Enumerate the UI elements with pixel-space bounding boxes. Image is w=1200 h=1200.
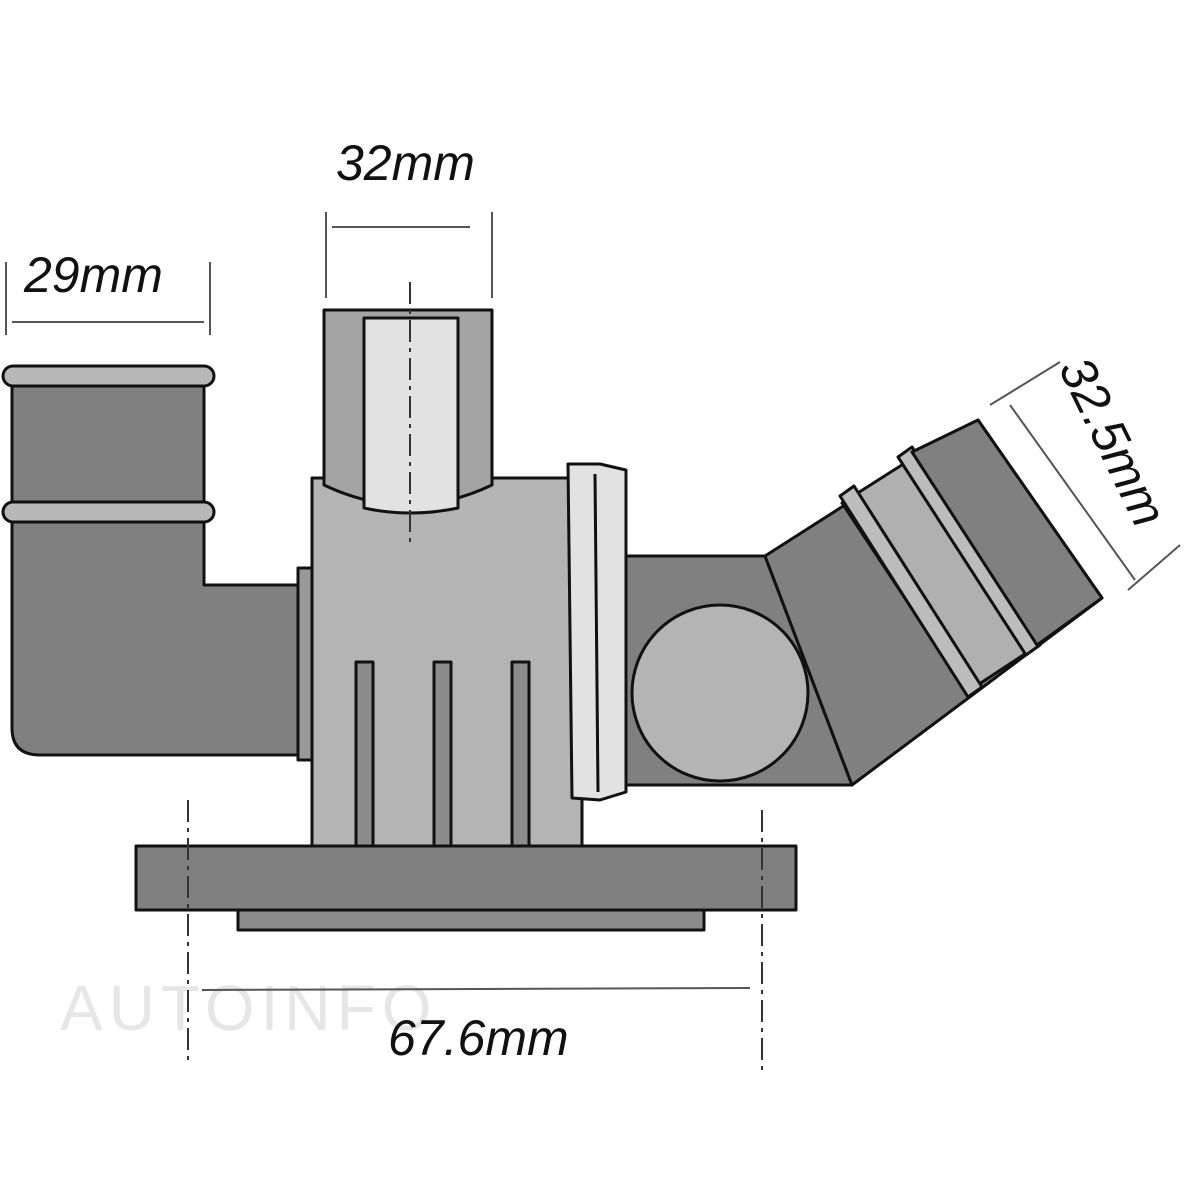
central-body bbox=[310, 476, 584, 850]
sensor-circle bbox=[630, 603, 810, 783]
angled-outlet bbox=[620, 418, 1104, 787]
top-outlet bbox=[322, 282, 494, 548]
dimension-flange-width: 67.6mm bbox=[201, 987, 751, 1066]
angled-outlet-ring-1 bbox=[838, 484, 984, 699]
angled-outlet-ring-2 bbox=[896, 445, 1042, 657]
dimension-label-29mm: 29mm bbox=[23, 247, 163, 303]
dimension-label-67-6mm: 67.6mm bbox=[388, 1010, 569, 1066]
left-elbow-outlet bbox=[1, 364, 314, 762]
rib-2 bbox=[432, 660, 453, 850]
seal-plate bbox=[566, 462, 628, 802]
rib-1 bbox=[354, 660, 375, 850]
dimension-left-outlet: 29mm bbox=[5, 247, 211, 335]
dimension-label-32mm: 32mm bbox=[336, 135, 475, 191]
left-outlet-ring-mid bbox=[1, 500, 216, 524]
watermark-text: AUTOINFO bbox=[60, 972, 438, 1044]
dimension-label-32-5mm: 32.5mm bbox=[1048, 348, 1178, 535]
left-outlet-ring-top bbox=[1, 364, 216, 388]
mounting-flange bbox=[134, 800, 798, 1070]
left-outlet-flange bbox=[296, 566, 314, 762]
rib-3 bbox=[510, 660, 531, 850]
dimension-top-outlet: 32mm bbox=[325, 135, 493, 298]
